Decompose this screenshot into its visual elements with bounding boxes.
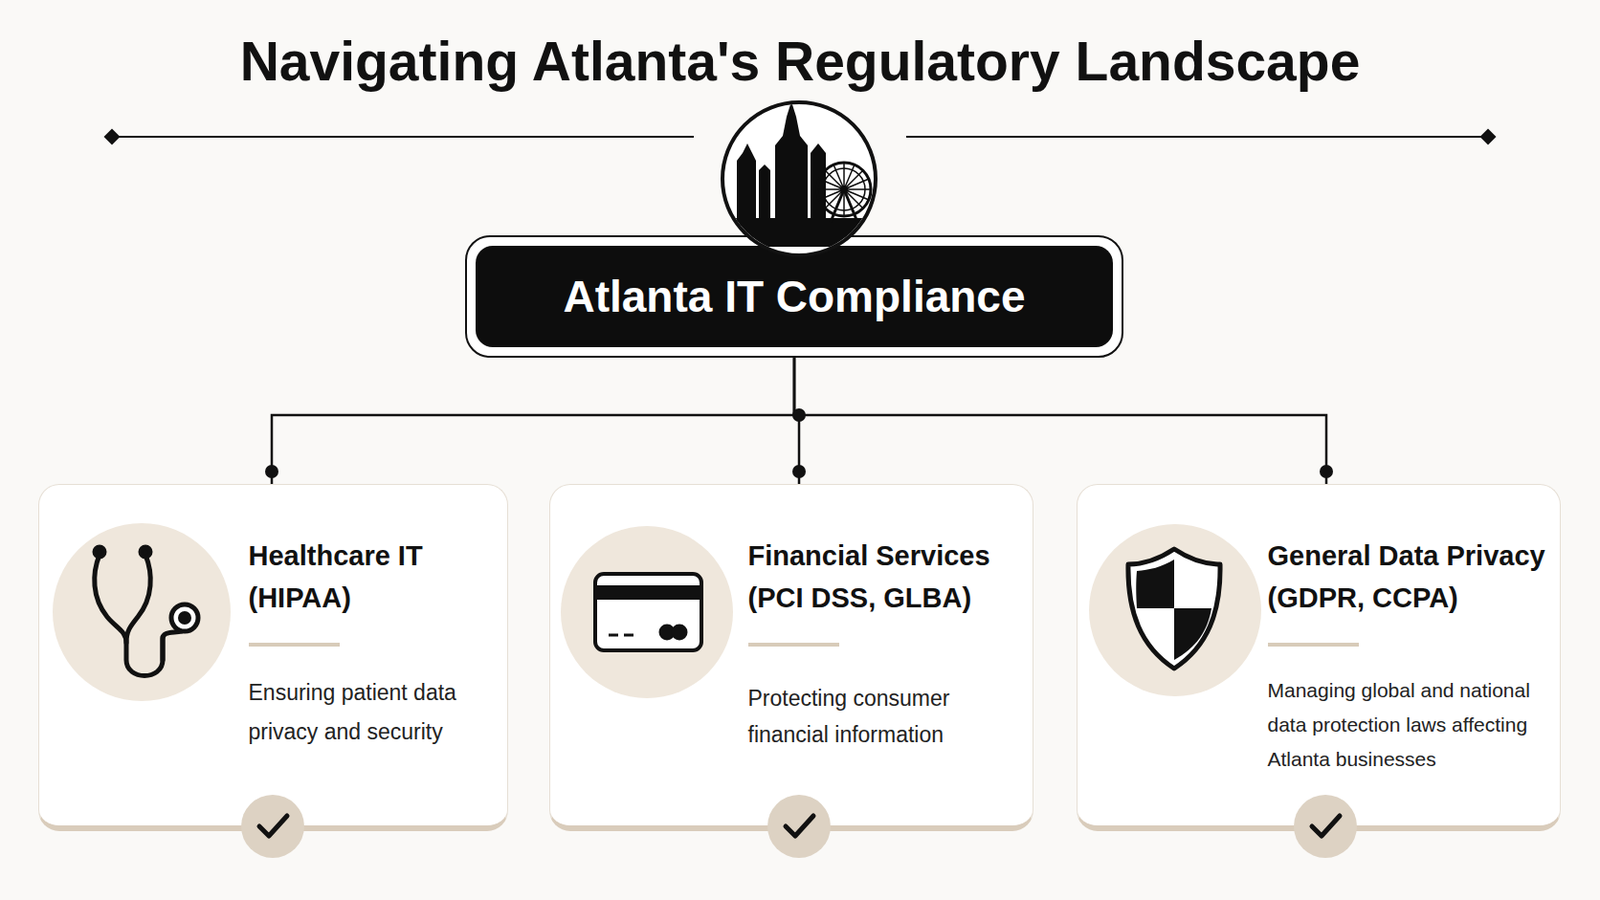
stethoscope-tube	[160, 637, 166, 661]
junction-dot	[265, 465, 279, 479]
category-card: General Data Privacy (GDPR, CCPA) Managin…	[1076, 484, 1561, 832]
card-outline	[595, 574, 702, 651]
check-mark	[259, 816, 288, 837]
icon-badges	[52, 523, 1262, 702]
rule-diamond	[104, 129, 121, 146]
building	[758, 164, 771, 226]
check-circle	[241, 795, 305, 859]
earpiece	[140, 547, 151, 557]
card-heading: Financial Services (PCI DSS, GLBA)	[748, 534, 1028, 620]
connector-line	[794, 357, 1327, 485]
card-chip	[659, 624, 676, 642]
card-description: Ensuring patient data privacy and securi…	[248, 673, 489, 753]
stethoscope-tube	[94, 555, 182, 677]
building	[736, 143, 756, 226]
heading-dividers	[248, 643, 1359, 647]
building	[810, 143, 826, 226]
rule-diamond	[1480, 129, 1497, 146]
hub-fill: Atlanta IT Compliance	[475, 245, 1113, 348]
icon-badge	[52, 523, 231, 702]
card-description: Managing global and national data protec…	[1267, 673, 1546, 778]
skyline-emblem	[722, 101, 876, 256]
divider	[1267, 643, 1359, 647]
junction-dot	[792, 408, 806, 423]
check-circle	[1293, 795, 1357, 859]
wheel-stand	[830, 189, 858, 223]
card-heading: General Data Privacy (GDPR, CCPA)	[1267, 534, 1556, 620]
icon-badge	[1088, 524, 1262, 697]
icon-badge	[560, 526, 734, 699]
wheel-spokes	[817, 162, 871, 217]
connector-line	[794, 357, 800, 485]
rule-line	[111, 135, 694, 138]
wheel-rim	[822, 168, 866, 211]
junction-dot	[792, 465, 806, 479]
connector-line	[271, 357, 795, 485]
earpiece	[94, 547, 105, 557]
chest-piece	[171, 604, 199, 632]
divider	[748, 643, 840, 647]
diagram-title: Navigating Atlanta's Regulatory Landscap…	[0, 28, 1600, 94]
shield-quarter	[1174, 608, 1212, 661]
hub-box: Atlanta IT Compliance	[465, 235, 1124, 358]
check-circle	[767, 795, 831, 859]
card-dashes	[608, 634, 634, 638]
card-stripe	[597, 585, 700, 600]
check-mark	[1311, 816, 1340, 837]
building	[775, 101, 808, 226]
card-heading: Healthcare IT (HIPAA)	[248, 534, 489, 620]
shield-icon	[1128, 549, 1221, 669]
card-chip	[671, 624, 689, 642]
check-badges	[241, 795, 1357, 859]
credit-card-icon	[595, 574, 702, 651]
skyline-silhouette	[727, 101, 871, 247]
hub-label: Atlanta IT Compliance	[562, 269, 1025, 324]
category-card: Healthcare IT (HIPAA) Ensuring patient da…	[38, 484, 509, 832]
shield-quarter	[1135, 559, 1175, 609]
category-card: Financial Services (PCI DSS, GLBA) Protec…	[549, 484, 1034, 832]
stethoscope-tube	[126, 555, 151, 644]
wheel-rim	[817, 162, 871, 217]
divider	[248, 643, 340, 647]
stethoscope-icon	[94, 547, 199, 677]
header-rule	[104, 129, 1497, 146]
ferris-wheel	[817, 162, 871, 223]
card-description: Protecting consumer financial informatio…	[748, 680, 978, 754]
chest-piece-core	[177, 611, 192, 625]
rule-line	[906, 135, 1489, 138]
shield-outline	[1128, 549, 1221, 669]
junction-dots	[265, 408, 1334, 479]
ground	[727, 218, 871, 247]
check-mark	[785, 816, 814, 837]
emblem-circle	[722, 102, 876, 256]
junction-dot	[1319, 465, 1334, 479]
